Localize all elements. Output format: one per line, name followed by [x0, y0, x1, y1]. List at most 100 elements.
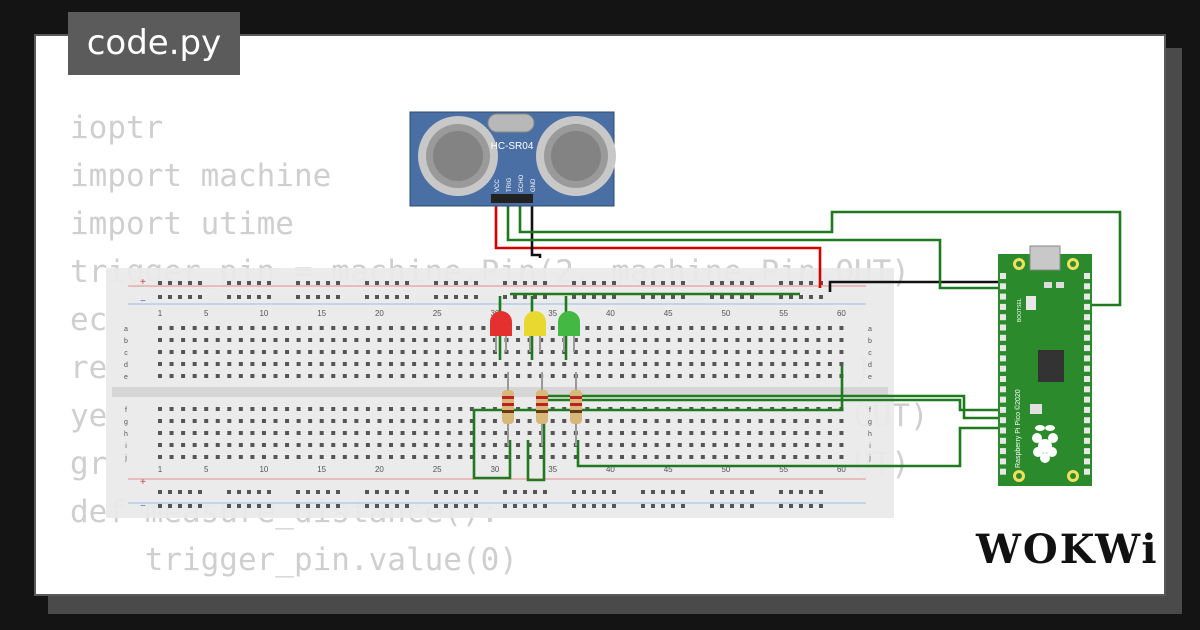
breadboard-hole	[308, 431, 313, 435]
breadboard-hole	[504, 443, 509, 447]
breadboard-hole	[435, 350, 440, 354]
rail-minus-label: −	[140, 501, 146, 512]
breadboard-hole	[296, 407, 301, 411]
pico-board: BOOTSEL Raspberry Pi Pico ©2020	[998, 245, 1092, 486]
sensor-pin-gnd: GND	[531, 178, 537, 192]
breadboard-hole	[681, 504, 685, 508]
breadboard-hole	[827, 362, 832, 366]
pico-pin	[1084, 365, 1090, 372]
breadboard-hole	[827, 455, 832, 459]
code-line: import machine	[70, 158, 332, 194]
breadboard-hole	[178, 504, 182, 508]
breadboard-hole	[596, 362, 601, 366]
file-tab[interactable]: code.py	[68, 12, 240, 75]
breadboard-hole	[503, 490, 507, 494]
breadboard-hole	[319, 326, 324, 330]
breadboard-hole	[809, 281, 813, 285]
breadboard-hole	[257, 295, 261, 299]
breadboard-hole	[804, 350, 809, 354]
breadboard-hole	[204, 362, 209, 366]
breadboard-hole	[400, 374, 405, 378]
breadboard-hole	[789, 504, 793, 508]
breadboard-hole	[562, 419, 567, 423]
breadboard-hole	[405, 490, 409, 494]
breadboard-column-number: 60	[837, 465, 846, 474]
breadboard-hole	[602, 281, 606, 285]
breadboard-hole	[434, 281, 438, 285]
breadboard-hole	[342, 362, 347, 366]
breadboard-hole	[412, 419, 417, 423]
breadboard-hole	[435, 419, 440, 423]
breadboard-hole	[700, 338, 705, 342]
pico-pin	[1000, 303, 1006, 310]
breadboard-hole	[389, 407, 393, 411]
pico-pin	[1000, 345, 1006, 352]
breadboard-hole	[446, 362, 451, 366]
breadboard-hole	[735, 419, 740, 423]
pico-pin	[1000, 437, 1006, 444]
breadboard-hole	[585, 350, 590, 354]
breadboard-hole	[168, 504, 172, 508]
breadboard-hole	[273, 455, 278, 459]
breadboard-hole	[469, 350, 474, 354]
breadboard-hole	[285, 338, 290, 342]
breadboard-hole	[261, 431, 266, 435]
breadboard-hole	[758, 350, 763, 354]
breadboard-hole	[227, 431, 232, 435]
breadboard-hole	[735, 350, 740, 354]
breadboard-hole	[750, 490, 754, 494]
breadboard-row-label: i	[869, 443, 871, 450]
breadboard-hole	[539, 350, 544, 354]
breadboard-hole	[319, 407, 324, 411]
rail-plus-label: +	[140, 477, 146, 488]
breadboard-hole	[550, 338, 555, 342]
breadboard-hole	[169, 443, 174, 447]
breadboard-row-label: e	[868, 374, 872, 381]
breadboard-hole	[296, 326, 301, 330]
breadboard-hole	[720, 504, 724, 508]
breadboard-hole	[331, 443, 336, 447]
pico-pin	[1000, 417, 1006, 424]
raspberry-logo-icon	[1032, 425, 1058, 463]
breadboard-hole	[641, 295, 645, 299]
breadboard-hole	[677, 350, 682, 354]
rail-minus-label: −	[140, 296, 146, 307]
breadboard-hole	[250, 431, 255, 435]
breadboard-hole	[169, 338, 174, 342]
breadboard-hole	[365, 419, 370, 423]
breadboard-hole	[354, 407, 359, 411]
breadboard-hole	[181, 431, 186, 435]
breadboard-hole	[377, 338, 382, 342]
breadboard-hole	[712, 419, 717, 423]
breadboard-hole	[592, 490, 596, 494]
breadboard-hole	[227, 407, 232, 411]
breadboard-hole	[572, 490, 576, 494]
breadboard-hole	[789, 490, 793, 494]
breadboard-hole	[700, 362, 705, 366]
breadboard-column-number: 30	[490, 465, 499, 474]
breadboard-hole	[354, 455, 359, 459]
breadboard-hole	[677, 374, 682, 378]
breadboard-hole	[654, 443, 659, 447]
breadboard-hole	[550, 326, 555, 330]
breadboard-hole	[804, 443, 809, 447]
breadboard-hole	[342, 419, 347, 423]
breadboard-hole	[758, 374, 763, 378]
breadboard-hole	[215, 419, 220, 423]
breadboard-hole	[296, 490, 300, 494]
breadboard-hole	[504, 431, 509, 435]
breadboard-hole	[839, 326, 844, 330]
breadboard-hole	[326, 295, 330, 299]
breadboard-hole	[296, 443, 301, 447]
breadboard-hole	[342, 338, 347, 342]
breadboard-hole	[666, 443, 671, 447]
breadboard-hole	[227, 338, 232, 342]
breadboard-hole	[389, 374, 393, 378]
breadboard-hole	[198, 295, 202, 299]
breadboard-hole	[641, 281, 645, 285]
breadboard-hole	[677, 326, 682, 330]
breadboard-hole	[492, 443, 497, 447]
breadboard-hole	[435, 407, 440, 411]
breadboard-hole	[385, 295, 389, 299]
pico-pin	[1084, 376, 1090, 382]
